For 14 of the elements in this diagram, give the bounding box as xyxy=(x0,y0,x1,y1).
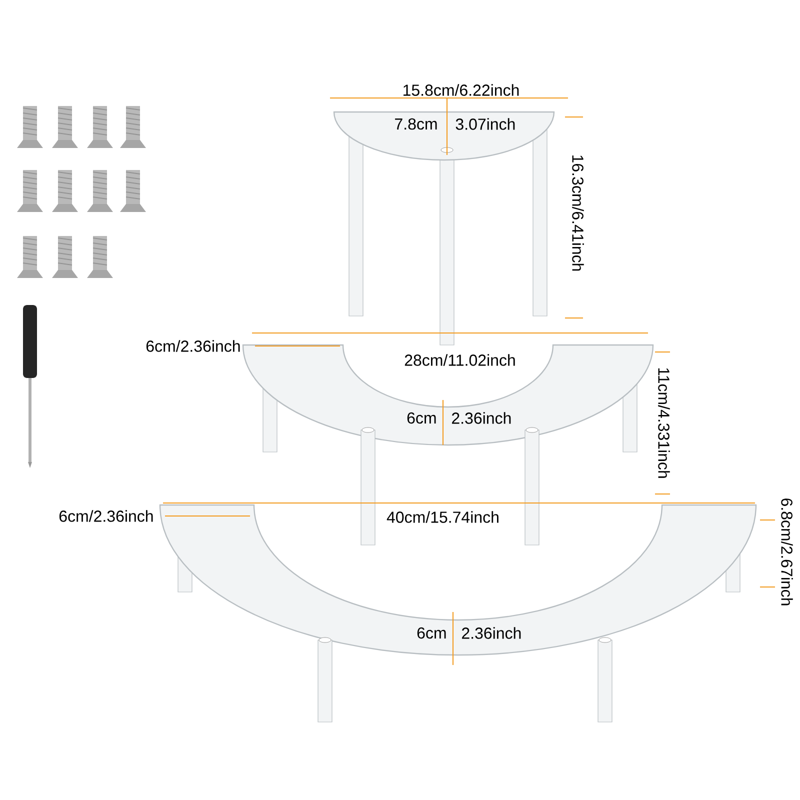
dimension-label: 28cm/11.02inch xyxy=(404,354,515,366)
dimension-label: 6.8cm/2.67inch xyxy=(781,498,793,606)
dimension-label: 6cm xyxy=(407,412,436,424)
dimension-label: 15.8cm/6.22inch xyxy=(404,84,519,96)
dimension-label: 7.8cm xyxy=(395,118,437,130)
dimension-label: 6cm xyxy=(417,627,446,639)
dimension-label: 6cm/2.36inch xyxy=(59,510,153,522)
dimension-label: 3.07inch xyxy=(456,118,515,130)
dimension-label: 40cm/15.74inch xyxy=(386,511,498,523)
dimension-label: 2.36inch xyxy=(462,627,521,639)
dimension-label: 2.36inch xyxy=(452,412,511,424)
dimension-label: 16.3cm/6.41inch xyxy=(572,156,584,271)
dimension-label: 11cm/4.331inch xyxy=(658,368,670,478)
dimension-label: 6cm/2.36inch xyxy=(146,340,240,352)
